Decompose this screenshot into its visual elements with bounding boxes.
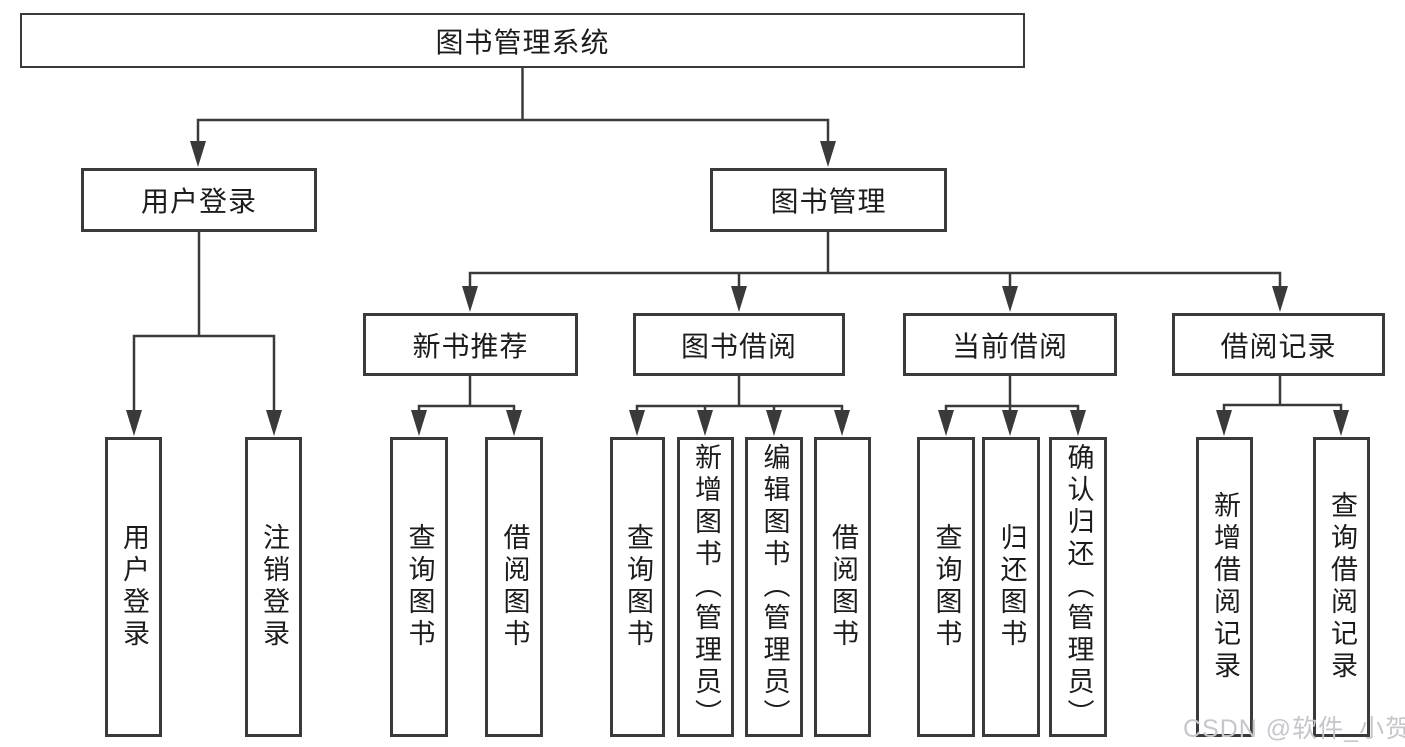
arrowhead xyxy=(1333,410,1349,436)
node-user-login-branch: 用户登录 xyxy=(81,168,317,232)
arrowhead xyxy=(190,141,206,167)
node-label: 注销登录 xyxy=(259,523,289,651)
arrowhead xyxy=(266,410,282,436)
node-label: 借阅记录 xyxy=(1220,330,1337,362)
arrowhead xyxy=(462,286,478,312)
node-leaf-edit-book-admin: 编辑图书（管理员） xyxy=(745,437,803,737)
node-book-borrowing: 图书借阅 xyxy=(633,313,845,376)
arrowhead xyxy=(820,141,836,167)
node-label: 新增借阅记录 xyxy=(1210,491,1240,683)
arrowhead xyxy=(697,410,713,436)
arrowhead xyxy=(938,410,954,436)
connector xyxy=(417,404,516,412)
node-leaf-user-login: 用户登录 xyxy=(105,437,162,737)
node-label: 图书借阅 xyxy=(680,330,797,362)
node-leaf-query-books-current: 查询图书 xyxy=(917,437,975,737)
node-leaf-query-borrow-record: 查询借阅记录 xyxy=(1313,437,1370,737)
arrowhead xyxy=(1216,410,1232,436)
connector xyxy=(635,404,844,412)
node-leaf-add-borrow-record: 新增借阅记录 xyxy=(1196,437,1253,737)
arrowhead xyxy=(1002,286,1018,312)
node-root-label: 图书管理系统 xyxy=(435,26,610,58)
node-leaf-return-book: 归还图书 xyxy=(982,437,1040,737)
arrowhead xyxy=(1002,410,1018,436)
node-label: 查询图书 xyxy=(931,523,962,651)
node-label: 查询借阅记录 xyxy=(1327,491,1357,683)
node-label: 用户登录 xyxy=(119,523,149,651)
node-label: 归还图书 xyxy=(996,523,1027,651)
node-current-borrowing: 当前借阅 xyxy=(903,313,1117,376)
connector xyxy=(944,404,1080,412)
node-root: 图书管理系统 xyxy=(20,13,1025,68)
connector xyxy=(196,118,830,142)
node-borrowing-records: 借阅记录 xyxy=(1172,313,1385,376)
arrowhead xyxy=(126,410,142,436)
node-label: 图书管理 xyxy=(770,186,887,217)
connector xyxy=(468,271,1282,288)
node-label: 当前借阅 xyxy=(951,330,1068,362)
node-leaf-logout: 注销登录 xyxy=(245,437,302,737)
csdn-watermark: CSDN @软件_小贺同学 xyxy=(1183,715,1405,743)
arrowhead xyxy=(731,286,747,312)
node-label: 新增图书（管理员） xyxy=(691,443,721,731)
node-book-management: 图书管理 xyxy=(710,168,947,232)
node-leaf-query-books-recommend: 查询图书 xyxy=(390,437,448,737)
node-label: 借阅图书 xyxy=(828,523,858,651)
arrowhead xyxy=(1272,286,1288,312)
node-leaf-query-books-borrowing: 查询图书 xyxy=(610,437,665,737)
arrowhead xyxy=(506,410,522,436)
node-label: 查询图书 xyxy=(404,523,435,651)
arrowhead xyxy=(1070,410,1086,436)
node-label: 用户登录 xyxy=(140,186,257,217)
arrowhead xyxy=(629,410,645,436)
connector xyxy=(1222,403,1343,411)
node-leaf-borrow-books-borrowing: 借阅图书 xyxy=(814,437,871,737)
node-label: 新书推荐 xyxy=(412,330,529,362)
connector xyxy=(132,334,276,412)
node-label: 借阅图书 xyxy=(499,523,530,651)
node-leaf-add-book-admin: 新增图书（管理员） xyxy=(677,437,734,737)
node-label: 确认归还（管理员） xyxy=(1063,443,1094,731)
arrowhead xyxy=(834,410,850,436)
arrowhead xyxy=(411,410,427,436)
node-label: 查询图书 xyxy=(623,523,653,651)
node-label: 编辑图书（管理员） xyxy=(759,443,790,731)
node-new-book-recommend: 新书推荐 xyxy=(363,313,578,376)
arrowhead xyxy=(766,410,782,436)
node-leaf-borrow-books-recommend: 借阅图书 xyxy=(485,437,543,737)
node-leaf-confirm-return-admin: 确认归还（管理员） xyxy=(1049,437,1107,737)
